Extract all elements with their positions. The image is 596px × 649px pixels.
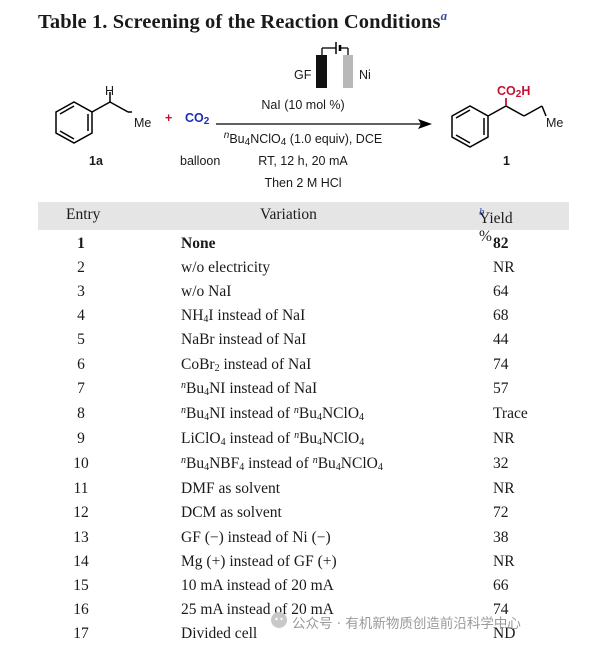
condition-line-4: Then 2 M HCl (264, 176, 342, 190)
reactant-h-atom: H (105, 84, 115, 98)
condition-line-1: NaI (10 mol %) (261, 98, 345, 112)
product-methyl: Me (546, 116, 564, 130)
title-footnote-mark: a (440, 8, 448, 23)
header-variation: Variation (260, 206, 317, 223)
table-header: Entry Variation Yield %b (38, 202, 569, 245)
reactant-structure (55, 92, 132, 144)
electrode-cathode-label: Ni (359, 68, 371, 82)
co2-reagent: CO2 (185, 111, 210, 127)
balloon-label: balloon (180, 154, 221, 168)
watermark-text: 公众号 · 有机新物质创造前沿科学中心 (292, 616, 521, 632)
plus-sign: + (165, 111, 173, 125)
reactant-methyl: Me (134, 116, 152, 130)
reaction-scheme (55, 42, 547, 148)
header-yield: Yield %b (479, 206, 513, 245)
header-entry: Entry (66, 206, 101, 223)
product-label: 1 (503, 154, 510, 168)
table-title: Table 1. Screening of the Reaction Condi… (38, 8, 448, 33)
product-structure (451, 105, 547, 148)
reaction-arrow (216, 119, 432, 129)
electrode-anode-label: GF (294, 68, 312, 82)
condition-line-2: nBu4NClO4 (1.0 equiv), DCE (223, 130, 383, 148)
reactant-label: 1a (89, 154, 103, 168)
condition-line-3: RT, 12 h, 20 mA (258, 154, 348, 168)
product-carboxyl: CO2H (497, 84, 531, 100)
electrode-diagram (316, 42, 353, 88)
wechat-logo-icon (271, 612, 287, 628)
